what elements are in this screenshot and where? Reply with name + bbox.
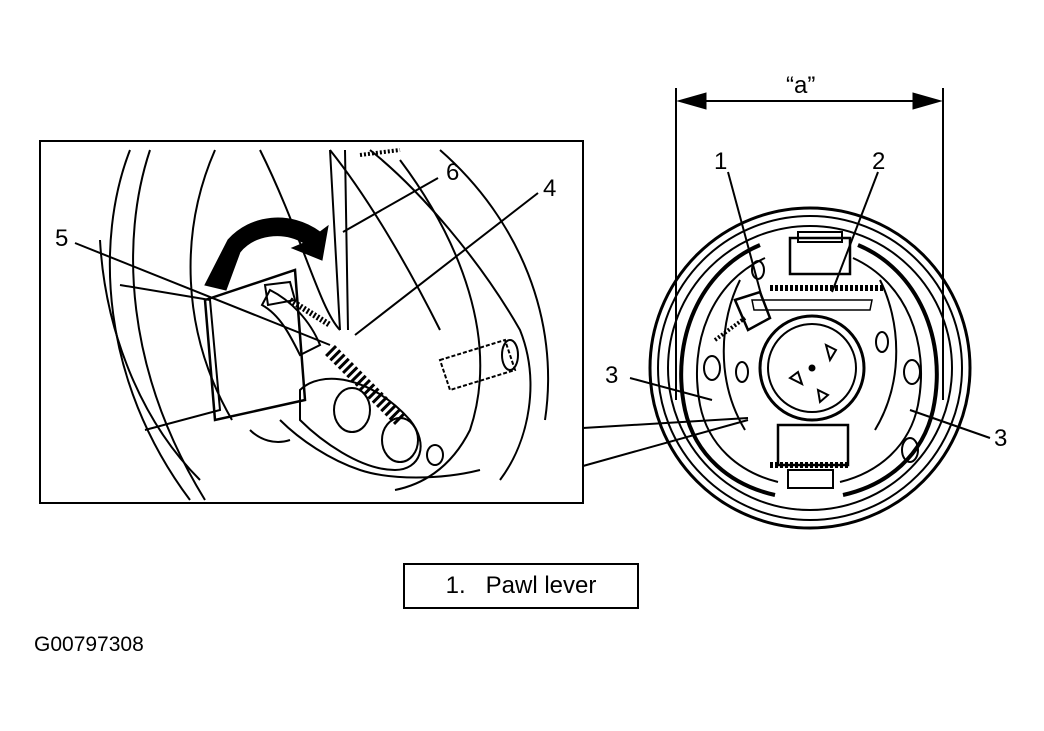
drum-arc (132, 149, 206, 501)
callout-2: 2 (872, 148, 885, 175)
wheel-cylinder-cap (797, 231, 843, 243)
backing-plate-ring (657, 215, 963, 521)
lower-detail (249, 429, 291, 443)
hold-down-slot (735, 361, 749, 383)
drum-arc (189, 149, 233, 421)
legend-box: 1. Pawl lever (403, 563, 639, 609)
hold-down-slot (901, 437, 919, 463)
brake-shoe-left-inner (696, 257, 779, 483)
adjuster-spring (325, 345, 405, 425)
leader-3-right (909, 409, 991, 439)
shoe-curve (259, 149, 341, 331)
rotation-arrow (204, 217, 329, 291)
callout-6: 6 (446, 159, 459, 186)
detail-frame (39, 140, 584, 504)
shoe-curve (439, 149, 549, 421)
callout-5: 5 (55, 225, 68, 252)
leader-2 (831, 171, 879, 293)
leader-3-left (629, 377, 713, 401)
adjuster-nut (426, 444, 444, 466)
lower-block (787, 469, 834, 489)
hub-center (808, 364, 816, 372)
shoe-curve (369, 149, 532, 481)
hold-down-slot (703, 355, 721, 381)
backing-plate-ring (667, 225, 953, 511)
wheel-cylinder (788, 236, 852, 276)
adjuster-hole (381, 417, 419, 463)
leader-5 (74, 242, 331, 346)
legend-label: Pawl lever (485, 572, 597, 599)
legend-number: 1. (445, 572, 466, 599)
drum-arc (108, 149, 191, 501)
hub-inner (767, 323, 857, 413)
strut-bar (751, 299, 873, 311)
connector-line (582, 419, 749, 467)
hub-outer (758, 314, 866, 422)
shoe-web-right (874, 279, 898, 431)
brake-shoe (203, 268, 307, 422)
hold-down-slot (903, 359, 921, 385)
callout-4: 4 (543, 175, 556, 202)
hub-slot (788, 370, 804, 386)
leader-6 (342, 177, 439, 233)
adjuster-hole (333, 387, 371, 433)
leader-4 (354, 192, 539, 336)
legend-spacer (466, 572, 486, 600)
hold-down-slot (751, 260, 765, 280)
lower-detail (279, 419, 481, 479)
callout-3-right: 3 (994, 425, 1007, 452)
pawl-lever-main (733, 290, 772, 332)
dimension-arrowhead-right (912, 92, 943, 110)
brake-shoe-left (679, 243, 776, 497)
connector-line (582, 417, 749, 429)
brake-shoe-right (842, 243, 939, 497)
callout-1: 1 (714, 148, 727, 175)
hub-slot (816, 388, 830, 404)
figure-id: G00797308 (34, 633, 144, 656)
callout-3-left: 3 (605, 362, 618, 389)
dimension-arrowhead-left (676, 92, 707, 110)
leader-1 (727, 171, 763, 299)
stud-end (501, 339, 519, 371)
strut-rod (329, 149, 349, 331)
hold-down-slot (875, 331, 889, 353)
dimension-label: “a” (786, 72, 815, 99)
lower-anchor (776, 423, 850, 467)
brake-assembly: “a” (605, 72, 1007, 530)
small-bracket (263, 280, 297, 307)
detail-inset: 5 6 4 (39, 140, 584, 504)
shoe-web-left (722, 279, 746, 431)
brake-shoe-right-inner (839, 257, 922, 483)
top-spring (359, 148, 401, 157)
stud (438, 338, 517, 392)
drum-arc (99, 239, 201, 481)
backing-plate-outer (648, 206, 972, 530)
hub-slot (824, 343, 838, 363)
adjuster-body (299, 377, 422, 472)
adjuster-link (713, 316, 747, 342)
shoe-lining (119, 284, 222, 431)
